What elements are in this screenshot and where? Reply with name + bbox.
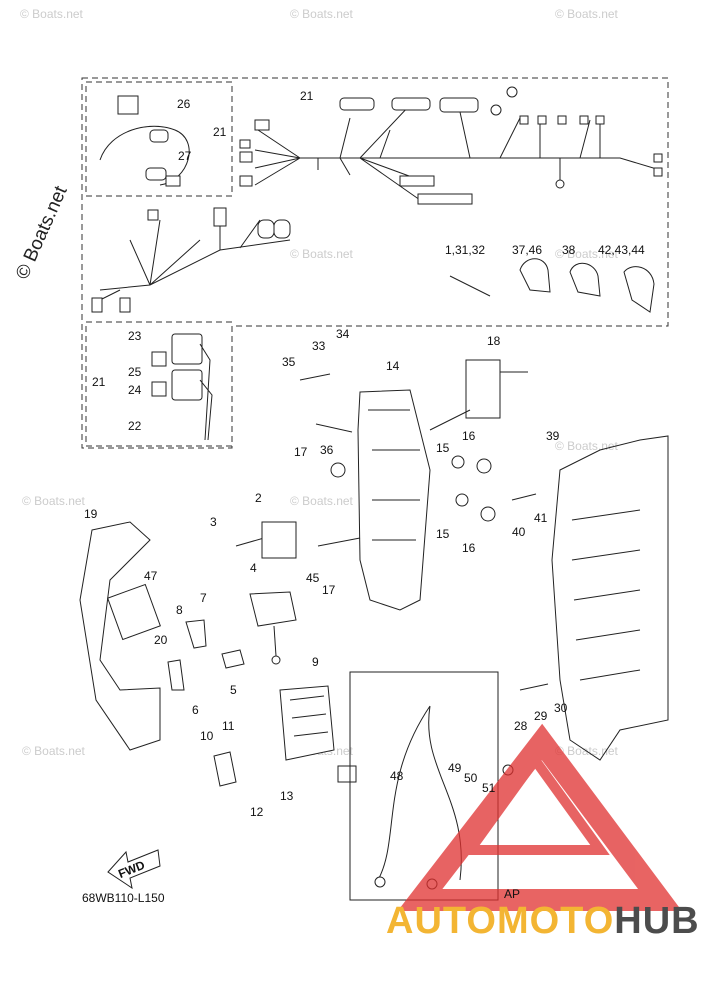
callout: 25 xyxy=(128,365,142,379)
callout: 7 xyxy=(200,591,207,605)
callout: 10 xyxy=(200,729,214,743)
callout: 21 xyxy=(213,125,227,139)
callout: 20 xyxy=(154,633,168,647)
connector-plug xyxy=(506,86,518,98)
callout: 18 xyxy=(487,334,501,348)
callout: 12 xyxy=(250,805,264,819)
connector-block xyxy=(417,193,473,205)
callout: 41 xyxy=(534,511,548,525)
component-2 xyxy=(261,521,297,559)
callout: 16 xyxy=(462,541,476,555)
watermark: © Boats.net xyxy=(290,247,354,261)
engine-outline xyxy=(551,435,669,761)
callout: 35 xyxy=(282,355,296,369)
callout: 29 xyxy=(534,709,548,723)
callout: 5 xyxy=(230,683,237,697)
callout: 21 xyxy=(92,375,106,389)
callout: 2 xyxy=(255,491,262,505)
callout: 11 xyxy=(222,719,235,733)
callout: 22 xyxy=(128,419,142,433)
connector-block xyxy=(391,97,431,111)
callout: 48 xyxy=(390,769,404,783)
component-9 xyxy=(279,685,335,761)
inset-box-22-25 xyxy=(85,321,233,447)
connector-plug xyxy=(490,104,502,116)
callout: 42,43,44 xyxy=(598,243,645,257)
relay-18 xyxy=(465,359,501,419)
callout: 23 xyxy=(128,329,142,343)
callout: 15 xyxy=(436,527,450,541)
callout: 47 xyxy=(144,569,158,583)
watermark: © Boats.net xyxy=(20,7,84,21)
callout: 33 xyxy=(312,339,326,353)
wire-harness xyxy=(91,86,663,441)
brand-part-1: AUTOMOTO xyxy=(386,900,615,942)
callout: 40 xyxy=(512,525,526,539)
watermark: © Boats.net xyxy=(555,247,619,261)
ap-label: AP xyxy=(504,887,520,901)
watermark: © Boats.net xyxy=(555,7,619,21)
callout: 8 xyxy=(176,603,183,617)
callout: 30 xyxy=(554,701,568,715)
cover-19 xyxy=(79,521,161,751)
brand-wordmark: AUTOMOTOHUB xyxy=(386,900,700,943)
assembly xyxy=(79,359,669,901)
callout: 15 xyxy=(436,441,450,455)
callout: 34 xyxy=(336,327,350,341)
fwd-arrow xyxy=(107,849,161,890)
connector-block xyxy=(439,97,479,113)
callout: 16 xyxy=(462,429,476,443)
callout: 49 xyxy=(448,761,462,775)
callout: 3 xyxy=(210,515,217,529)
watermark: © Boats.net xyxy=(290,7,354,21)
callout: 39 xyxy=(546,429,560,443)
callout: 38 xyxy=(562,243,576,257)
connector-block xyxy=(399,175,435,187)
callout: 4 xyxy=(250,561,257,575)
callout: 36 xyxy=(320,443,334,457)
callout: 45 xyxy=(306,571,320,585)
connector-block xyxy=(339,97,375,111)
callout: 28 xyxy=(514,719,528,733)
callout: 14 xyxy=(386,359,400,373)
diagram-code: 68WB110-L150 xyxy=(82,891,165,905)
brand-part-2: HUB xyxy=(614,900,700,942)
callout: 51 xyxy=(482,781,496,795)
callout: 21 xyxy=(300,89,314,103)
callout: 6 xyxy=(192,703,199,717)
watermark: © Boats.net xyxy=(290,494,354,508)
callout: 19 xyxy=(84,507,98,521)
watermark-group: © Boats.net © Boats.net © Boats.net © Bo… xyxy=(20,7,619,758)
automotohub-logo-icon xyxy=(397,723,682,911)
callout: 37,46 xyxy=(512,243,542,257)
watermark: © Boats.net xyxy=(555,439,619,453)
callout: 27 xyxy=(178,149,192,163)
callout: 9 xyxy=(312,655,319,669)
callout: 24 xyxy=(128,383,142,397)
callout: 13 xyxy=(280,789,294,803)
callout: 1,31,32 xyxy=(445,243,485,257)
callout: 17 xyxy=(294,445,308,459)
watermark: © Boats.net xyxy=(22,744,86,758)
callout: 50 xyxy=(464,771,478,785)
callout: 26 xyxy=(177,97,191,111)
connector-26 xyxy=(117,95,139,115)
watermark: © Boats.net xyxy=(22,494,86,508)
callout: 17 xyxy=(322,583,336,597)
